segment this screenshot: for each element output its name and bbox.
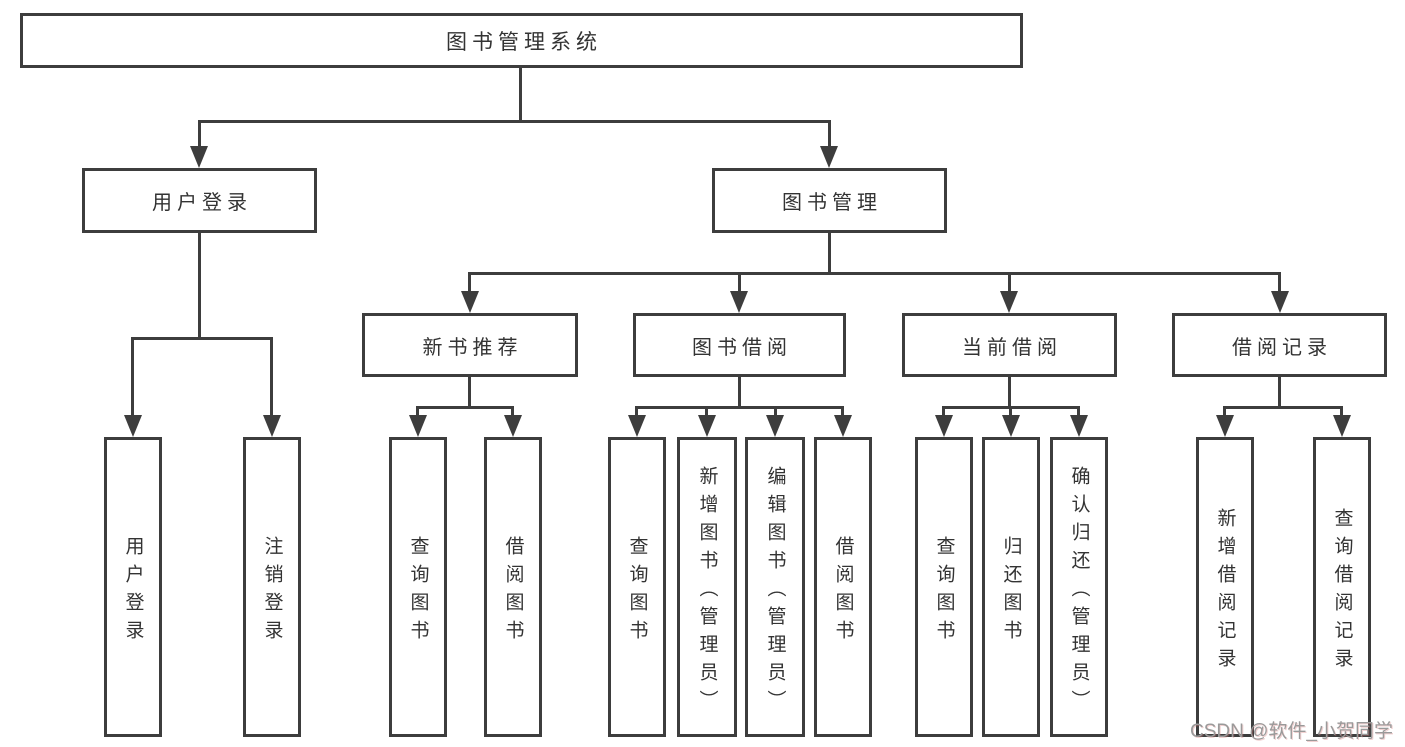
connector-level2-branch — [198, 120, 830, 123]
node-new-book-recommend: 新书推荐 — [362, 313, 578, 377]
leaf-br-query-record-label: 查询借阅记录 — [1331, 507, 1353, 676]
connector-leaf-stem — [270, 337, 273, 416]
leaf-bb-add-books-admin: 新增图书（管理员） — [677, 437, 737, 737]
connector-userlogin-drop — [198, 233, 201, 337]
arrow-down-icon — [1333, 415, 1351, 437]
leaf-cb-confirm-return-admin: 确认归还（管理员） — [1050, 437, 1108, 737]
connector-leaf-stem — [1340, 406, 1343, 417]
leaf-bb-query-books: 查询图书 — [608, 437, 666, 737]
connector-leaf-stem — [511, 406, 514, 417]
leaf-cb-query-books: 查询图书 — [915, 437, 973, 737]
leaf-bb-borrow-books: 借阅图书 — [814, 437, 872, 737]
connector-leaf-stem — [774, 406, 777, 417]
leaf-bb-query-books-label: 查询图书 — [626, 535, 648, 648]
csdn-watermark: CSDN @软件_小贺同学 — [1190, 721, 1393, 742]
node-user-login-label: 用户登录 — [152, 192, 252, 214]
leaf-cb-return-books: 归还图书 — [982, 437, 1040, 737]
arrow-down-icon — [1002, 415, 1020, 437]
connector-leaf-stem — [1009, 406, 1012, 417]
connector-leaf-stem — [416, 406, 419, 417]
arrow-down-icon — [504, 415, 522, 437]
connector-br-branch — [1223, 406, 1343, 409]
leaf-user-login-label: 用户登录 — [122, 535, 144, 648]
leaf-br-add-record: 新增借阅记录 — [1196, 437, 1254, 737]
leaf-rec-borrow-books-label: 借阅图书 — [502, 535, 524, 648]
arrow-down-icon — [190, 146, 208, 168]
connector-userlogin-stem — [198, 120, 201, 148]
leaf-rec-query-books-label: 查询图书 — [407, 535, 429, 648]
leaf-br-add-record-label: 新增借阅记录 — [1214, 507, 1236, 676]
arrow-down-icon — [698, 415, 716, 437]
leaf-logout-label: 注销登录 — [261, 535, 283, 648]
node-book-borrowing-label: 图书借阅 — [692, 336, 792, 359]
node-new-book-recommend-label: 新书推荐 — [422, 336, 523, 359]
leaf-bb-add-books-admin-label: 新增图书（管理员） — [696, 465, 718, 718]
connector-userlogin-branch — [131, 337, 273, 340]
connector-rec-branch — [416, 406, 514, 409]
arrow-down-icon — [1070, 415, 1088, 437]
node-user-login: 用户登录 — [82, 168, 317, 233]
connector-root-drop — [519, 68, 522, 120]
node-current-borrowing-label: 当前借阅 — [962, 336, 1062, 359]
connector-cb-drop — [1008, 377, 1011, 406]
connector-rec-drop — [468, 377, 471, 406]
connector-leaf-stem — [705, 406, 708, 417]
node-book-management-label: 图书管理 — [782, 192, 882, 214]
connector-bb-drop — [738, 377, 741, 406]
connector-leaf-stem — [131, 337, 134, 416]
node-book-borrowing: 图书借阅 — [633, 313, 846, 377]
leaf-logout: 注销登录 — [243, 437, 301, 737]
leaf-cb-confirm-return-admin-label: 确认归还（管理员） — [1068, 465, 1090, 718]
connector-bookmgmt-drop — [828, 233, 831, 272]
leaf-cb-return-books-label: 归还图书 — [1000, 535, 1022, 648]
arrow-down-icon — [730, 291, 748, 313]
arrow-down-icon — [935, 415, 953, 437]
node-borrow-records-label: 借阅记录 — [1232, 336, 1332, 359]
leaf-bb-edit-books-admin: 编辑图书（管理员） — [745, 437, 805, 737]
connector-leaf-stem — [635, 406, 638, 417]
connector-level3-stem — [1278, 272, 1281, 292]
leaf-rec-borrow-books: 借阅图书 — [484, 437, 542, 737]
connector-level3-stem — [1008, 272, 1011, 292]
connector-bookmgmt-stem — [828, 120, 831, 148]
leaf-cb-query-books-label: 查询图书 — [933, 535, 955, 648]
connector-leaf-stem — [841, 406, 844, 417]
node-borrow-records: 借阅记录 — [1172, 313, 1387, 377]
connector-level3-stem — [468, 272, 471, 292]
connector-level3-stem — [738, 272, 741, 292]
connector-leaf-stem — [942, 406, 945, 417]
arrow-down-icon — [263, 415, 281, 437]
arrow-down-icon — [1216, 415, 1234, 437]
node-root: 图书管理系统 — [20, 13, 1023, 68]
leaf-bb-borrow-books-label: 借阅图书 — [832, 535, 854, 648]
arrow-down-icon — [124, 415, 142, 437]
arrow-down-icon — [461, 291, 479, 313]
connector-br-drop — [1278, 377, 1281, 406]
arrow-down-icon — [820, 146, 838, 168]
connector-bb-branch — [635, 406, 844, 409]
connector-level3-branch — [468, 272, 1280, 275]
connector-leaf-stem — [1077, 406, 1080, 417]
leaf-rec-query-books: 查询图书 — [389, 437, 447, 737]
node-current-borrowing: 当前借阅 — [902, 313, 1117, 377]
arrow-down-icon — [628, 415, 646, 437]
leaf-br-query-record: 查询借阅记录 — [1313, 437, 1371, 737]
arrow-down-icon — [409, 415, 427, 437]
arrow-down-icon — [766, 415, 784, 437]
connector-leaf-stem — [1223, 406, 1226, 417]
arrow-down-icon — [1000, 291, 1018, 313]
arrow-down-icon — [834, 415, 852, 437]
arrow-down-icon — [1271, 291, 1289, 313]
node-book-management: 图书管理 — [712, 168, 947, 233]
leaf-bb-edit-books-admin-label: 编辑图书（管理员） — [764, 465, 786, 718]
leaf-user-login: 用户登录 — [104, 437, 162, 737]
node-root-label: 图书管理系统 — [446, 30, 602, 54]
